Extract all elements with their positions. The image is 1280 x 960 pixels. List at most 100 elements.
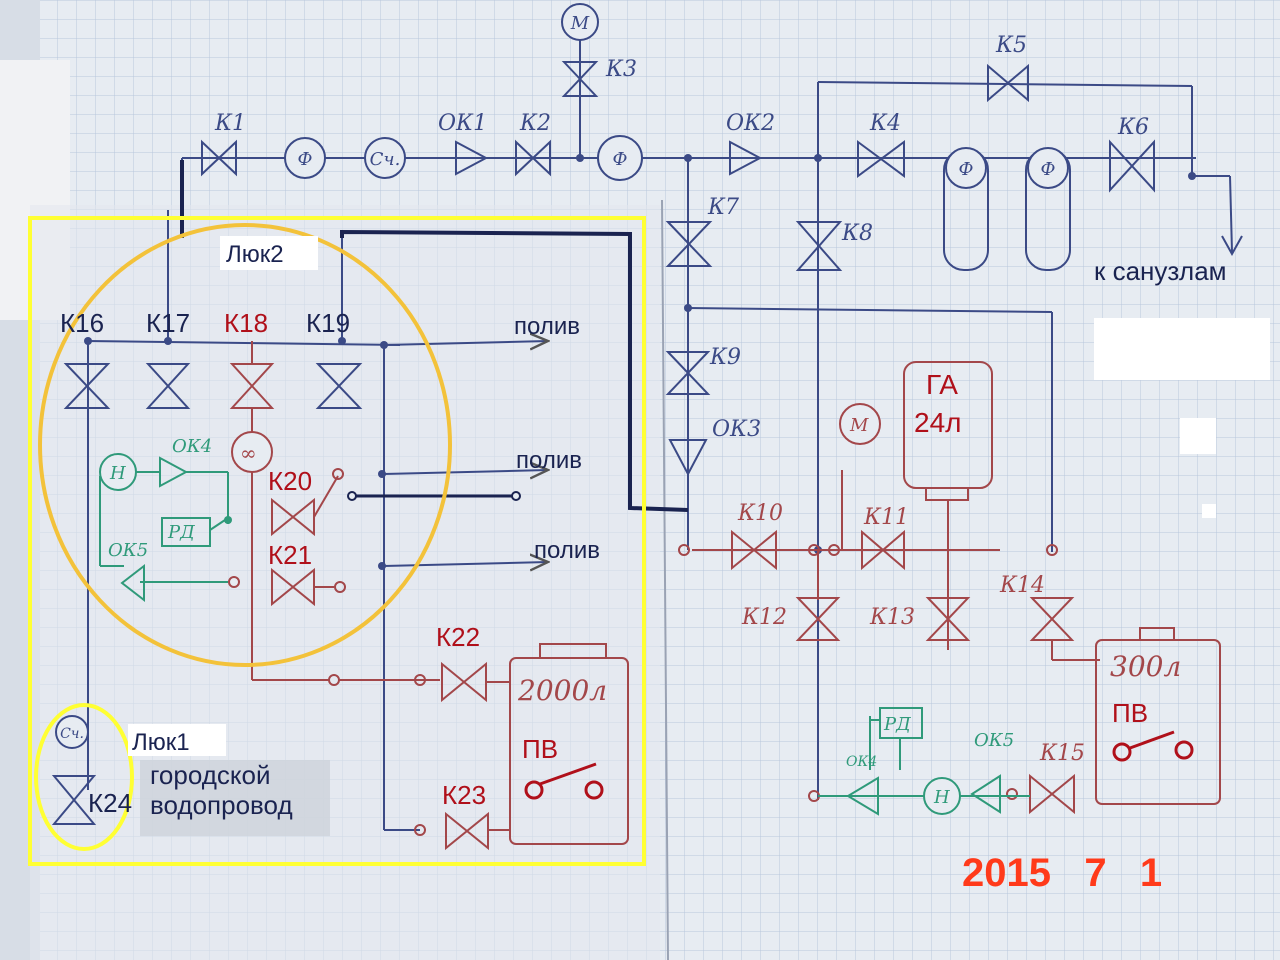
float-switch-left-label: ПВ xyxy=(522,734,558,764)
label-k21: К21 xyxy=(268,540,312,570)
city-water-label-2: водопровод xyxy=(150,790,293,820)
watering-label-3: полив xyxy=(534,537,600,564)
blank-link-end-b xyxy=(511,491,521,501)
manometer-label-right: М xyxy=(849,415,869,436)
label-k18: К18 xyxy=(224,308,268,338)
flow-meter-label: ∞ xyxy=(240,441,257,465)
label-ok4-left: ОК4 xyxy=(172,436,212,457)
pump-right xyxy=(923,777,961,815)
relay-label-right: РД xyxy=(883,714,911,735)
float-switch-left xyxy=(524,762,604,800)
label-k24: К24 xyxy=(88,788,132,818)
hatch2-label-bg xyxy=(220,236,318,270)
hatch2-circle xyxy=(38,223,452,667)
label-k19: К19 xyxy=(306,308,350,338)
valve-k11 xyxy=(861,529,905,571)
valve-k23 xyxy=(445,811,489,851)
float-switch-right-label: ПВ xyxy=(1112,698,1148,728)
filter-4 xyxy=(1027,147,1069,189)
label-ok3: ОК3 xyxy=(712,417,761,442)
accumulator-volume: 24л xyxy=(914,407,961,438)
label-k15: К15 xyxy=(1039,741,1085,766)
page-fold xyxy=(661,199,669,960)
label-k5: К5 xyxy=(995,33,1027,58)
k20-k21-links xyxy=(313,468,426,836)
valve-k19 xyxy=(315,363,363,409)
filter-label-3: Ф xyxy=(959,159,974,180)
green-junction xyxy=(224,516,232,524)
city-water-label-1: городской xyxy=(150,760,271,790)
date-stamp: 2015 7 1 xyxy=(962,851,1162,895)
check-valve-ok5-left xyxy=(120,563,145,603)
valve-k14 xyxy=(1029,597,1075,641)
valve-k8 xyxy=(795,221,843,271)
tank-2000-label: 2000л xyxy=(517,674,607,707)
hatch1-label: Люк1 xyxy=(132,729,190,756)
flow-meter xyxy=(231,431,273,473)
filter-label-1: Ф xyxy=(298,149,313,170)
to-bathrooms-arrow xyxy=(1221,235,1243,257)
valve-k12 xyxy=(795,597,841,641)
manometer-right xyxy=(839,403,881,445)
pump-label-right: Н xyxy=(933,787,950,808)
label-k11: К11 xyxy=(863,505,909,530)
manometer-top xyxy=(561,3,599,41)
label-k9: К9 xyxy=(709,345,741,370)
redaction-block-2 xyxy=(1180,418,1216,454)
relay-label-left: РД xyxy=(167,522,195,543)
check-valve-ok4-left xyxy=(159,456,189,488)
filter-2 xyxy=(597,135,643,181)
valve-k1 xyxy=(201,139,237,177)
green-red-junction xyxy=(228,576,240,588)
valve-k20 xyxy=(271,497,315,537)
manometer-label-top: М xyxy=(570,13,590,34)
label-k3: К3 xyxy=(605,57,637,82)
filter-label-4: Ф xyxy=(1041,159,1056,180)
accumulator-title: ГА xyxy=(926,369,958,400)
valve-k10 xyxy=(731,529,777,571)
tank-300-cap xyxy=(1139,627,1175,641)
float-switch-right xyxy=(1112,730,1194,762)
tank-2000-cap xyxy=(539,643,607,659)
label-k12: К12 xyxy=(741,605,787,630)
hatch2-label: Люк2 xyxy=(226,241,284,268)
valve-k21 xyxy=(271,567,315,607)
dark-feed-lines xyxy=(180,160,689,512)
label-k10: К10 xyxy=(737,501,783,526)
label-ok5-right: ОК5 xyxy=(974,730,1014,751)
label-k7: К7 xyxy=(707,195,739,220)
valve-k4 xyxy=(857,140,905,178)
label-k8: К8 xyxy=(841,221,873,246)
city-water-label-bg xyxy=(140,760,330,836)
hatch1-label-bg xyxy=(128,724,226,756)
meter-label-1: Сч. xyxy=(370,149,401,170)
label-ok5-left: ОК5 xyxy=(108,540,148,561)
label-ok2: ОК2 xyxy=(726,111,775,136)
valve-k16 xyxy=(63,363,111,409)
label-k2: К2 xyxy=(519,111,551,136)
valve-k3 xyxy=(561,61,599,97)
valve-k18 xyxy=(229,363,275,409)
valve-k7 xyxy=(665,221,713,267)
redaction-block-3 xyxy=(1202,504,1216,518)
redaction-block-1 xyxy=(1094,318,1270,380)
check-valve-ok1 xyxy=(455,140,489,176)
blank-link-end-a xyxy=(347,491,357,501)
valve-k15 xyxy=(1029,773,1075,815)
label-k13: К13 xyxy=(869,605,915,630)
watering-label-1: полив xyxy=(514,313,580,340)
pump-label-left: Н xyxy=(109,463,126,484)
valve-k17 xyxy=(145,363,191,409)
valve-k5 xyxy=(987,63,1029,103)
watering-label-2: полив xyxy=(516,447,582,474)
label-ok4-right: ОК4 xyxy=(846,754,877,770)
check-valve-ok5-right xyxy=(970,774,1001,814)
pump-left xyxy=(99,453,137,491)
check-valve-ok4-right xyxy=(846,776,879,816)
valve-k9 xyxy=(665,351,711,395)
label-k1: К1 xyxy=(214,111,246,136)
check-valve-ok2 xyxy=(729,140,763,176)
meter-1 xyxy=(364,137,406,179)
label-ok1: ОК1 xyxy=(438,111,487,136)
